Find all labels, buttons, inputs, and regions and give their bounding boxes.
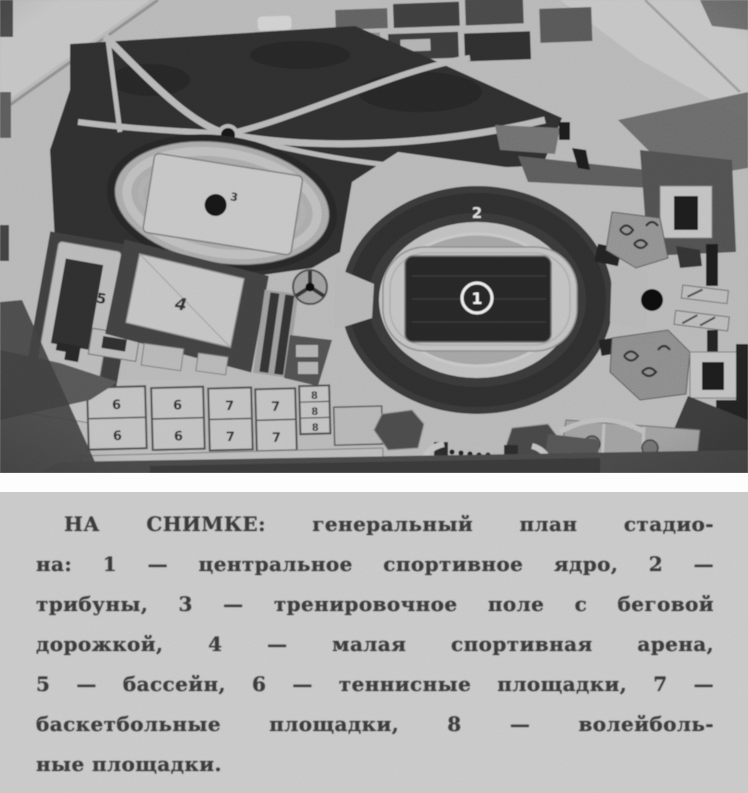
photo-caption-gap: [0, 473, 748, 492]
caption-block: НА СНИМКЕ: генеральный план стадио- на: …: [0, 492, 748, 793]
caption-line: на: 1 — центральное спортивное ядро, 2 —: [36, 552, 714, 576]
caption-line: трибуны, 3 — тренировочное поле с бегово…: [36, 592, 714, 616]
caption-line: ные площадки.: [36, 752, 222, 776]
stadium-plan-drawing: 3 5: [0, 0, 748, 473]
caption-line: баскетбольные площадки, 8 — волейболь-: [36, 712, 714, 736]
caption-line: дорожкой, 4 — малая спортивная арена,: [36, 632, 714, 656]
caption-line: 5 — бассейн, 6 — теннисные площадки, 7 —: [36, 672, 714, 696]
photo-vignette: [0, 0, 748, 473]
caption-line: НА СНИМКЕ: генеральный план стадио-: [64, 512, 714, 536]
stadium-plan-photo: 3 5: [0, 0, 748, 473]
caption-text: НА СНИМКЕ: генеральный план стадио- на: …: [0, 492, 748, 784]
